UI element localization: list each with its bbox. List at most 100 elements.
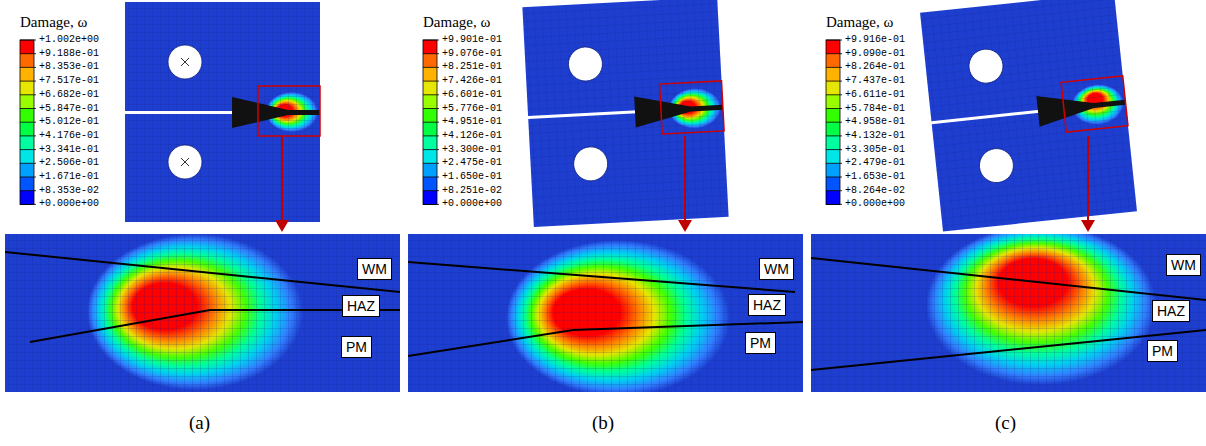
zoom-ground — [811, 234, 1206, 392]
zoom-arrowhead — [275, 220, 289, 232]
zoom-arrow — [281, 136, 283, 222]
colorbar-band — [20, 136, 34, 150]
colorbar-band — [423, 109, 437, 123]
ct-specimen — [522, 0, 728, 227]
zone-label-box: WM — [357, 258, 392, 280]
colorbar-value: +8.353e-02 — [39, 185, 99, 197]
zone-label: PM — [746, 333, 775, 353]
colorbar-value: +4.126e-01 — [442, 130, 502, 142]
colorbar-band — [826, 122, 840, 136]
zone-label-box: WM — [1166, 254, 1201, 276]
colorbar-tick — [826, 40, 842, 41]
zoom-frame — [258, 86, 320, 136]
colorbar-tick — [826, 163, 842, 164]
legend-title: Damage, ω — [20, 14, 87, 31]
pin-hole — [573, 146, 609, 182]
colorbar-value: +5.012e-01 — [39, 116, 99, 128]
colorbar-tick — [423, 122, 439, 123]
mesh-overlay — [932, 104, 1137, 232]
colorbar-tick — [423, 53, 439, 54]
colorbar-band — [20, 191, 34, 205]
colorbar-tick — [423, 108, 439, 109]
colorbar-band — [826, 136, 840, 150]
colorbar-band — [826, 150, 840, 164]
colorbar-tick — [20, 53, 36, 54]
colorbar-tick — [423, 190, 439, 191]
colorbar-band — [826, 109, 840, 123]
colorbar-value: +9.188e-01 — [39, 48, 99, 60]
colorbar-tick — [826, 53, 842, 54]
colorbar-tick — [20, 149, 36, 150]
colorbar-band — [423, 150, 437, 164]
colorbar-value: +8.353e-01 — [39, 61, 99, 73]
colorbar-value: +5.847e-01 — [39, 103, 99, 115]
colorbar-tick — [826, 67, 842, 68]
zone-boundary — [408, 322, 803, 356]
zoom-frame — [660, 81, 725, 134]
panel-label: (c) — [995, 412, 1016, 434]
zone-label: HAZ — [343, 296, 379, 316]
notch — [1036, 87, 1127, 127]
colorbar-band — [20, 81, 34, 95]
zone-label-box: WM — [759, 258, 794, 280]
colorbar-value: +6.611e-01 — [845, 89, 905, 101]
colorbar-tick — [20, 204, 36, 205]
panel-label: (b) — [592, 412, 614, 434]
figure-panel: Damage, ω+1.002e+00+9.188e-01+8.353e-01+… — [0, 0, 400, 446]
colorbar-value: +7.426e-01 — [442, 75, 502, 87]
pin-hole — [967, 47, 1004, 84]
mesh-overlay — [125, 2, 320, 111]
colorbar-tick — [20, 190, 36, 191]
colorbar-band — [423, 177, 437, 191]
colorbar-tick — [826, 135, 842, 136]
colorbar-band — [20, 40, 34, 54]
colorbar-value: +6.601e-01 — [442, 89, 502, 101]
colorbar-band — [20, 67, 34, 81]
zoom-view — [811, 234, 1206, 392]
colorbar-tick — [20, 135, 36, 136]
hole-mark — [181, 58, 189, 66]
colorbar-tick — [423, 163, 439, 164]
colorbar-tick — [826, 122, 842, 123]
zoom-ground — [5, 234, 400, 392]
colorbar-value: +1.650e-01 — [442, 171, 502, 183]
colorbar-band — [423, 191, 437, 205]
colorbar-value: +5.776e-01 — [442, 103, 502, 115]
colorbar-band — [20, 177, 34, 191]
colorbar-band — [423, 122, 437, 136]
colorbar-tick — [20, 67, 36, 68]
colorbar-value: +9.901e-01 — [442, 34, 502, 46]
colorbar-tick — [423, 67, 439, 68]
specimen-upper — [522, 0, 722, 116]
zone-boundary — [811, 330, 1206, 370]
colorbar-band — [423, 54, 437, 68]
colorbar-band — [826, 163, 840, 177]
colorbar-value: +9.916e-01 — [845, 34, 905, 46]
colorbar-value: +3.300e-01 — [442, 144, 502, 156]
colorbar-tick — [423, 149, 439, 150]
colorbar-value: +1.671e-01 — [39, 171, 99, 183]
zoom-view — [408, 234, 803, 392]
zone-label: PM — [1148, 341, 1177, 361]
zone-label: WM — [760, 259, 793, 279]
colorbar-value: +1.653e-01 — [845, 171, 905, 183]
colorbar-value: +5.784e-01 — [845, 103, 905, 115]
colorbar-band — [20, 163, 34, 177]
mesh-overlay — [811, 234, 1206, 392]
colorbar-tick — [826, 94, 842, 95]
colorbar-band — [826, 177, 840, 191]
colorbar-band — [423, 67, 437, 81]
figure-panel: Damage, ω+9.901e-01+9.076e-01+8.251e-01+… — [403, 0, 803, 446]
notch — [634, 92, 724, 128]
colorbar-tick — [826, 177, 842, 178]
colorbar-band — [826, 95, 840, 109]
zone-boundary — [5, 252, 400, 292]
colorbar-band — [826, 67, 840, 81]
zone-label: WM — [358, 259, 391, 279]
zoom-arrowhead — [1081, 220, 1095, 232]
colorbar-band — [20, 122, 34, 136]
zoom-frame — [1061, 76, 1128, 132]
mesh-overlay — [5, 234, 400, 392]
colorbar-tick — [423, 135, 439, 136]
zone-label: HAZ — [749, 295, 785, 315]
